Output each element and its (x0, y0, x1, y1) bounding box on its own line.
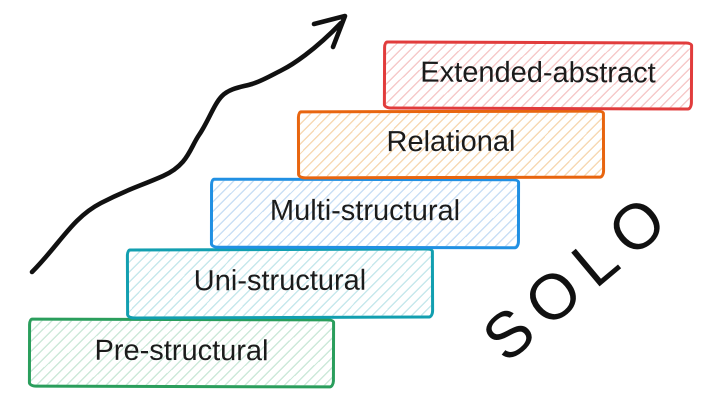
level-box-relational: Relational (296, 109, 606, 180)
level-label-relational: Relational (386, 125, 516, 159)
level-label-pre-structural: Pre-structural (94, 334, 269, 367)
level-box-pre-structural: Pre-structural (27, 317, 336, 389)
level-label-uni-structural: Uni-structural (193, 264, 367, 298)
level-label-extended-abstract: Extended-abstract (420, 56, 656, 90)
level-label-multi-structural: Multi-structural (269, 194, 461, 228)
level-box-extended-abstract: Extended-abstract (382, 40, 694, 111)
level-box-multi-structural: Multi-structural (209, 177, 521, 250)
level-box-uni-structural: Uni-structural (125, 247, 435, 320)
